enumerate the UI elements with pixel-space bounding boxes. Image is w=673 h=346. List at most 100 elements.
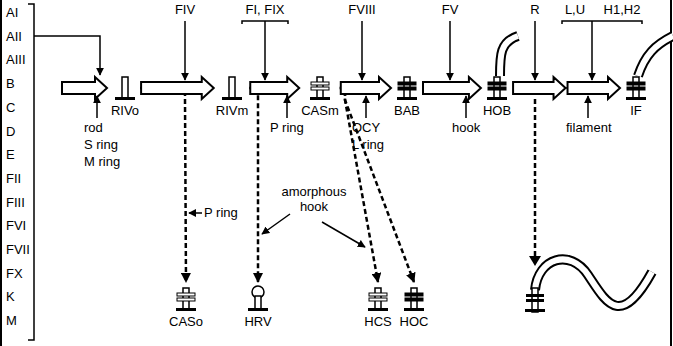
structure-node: BAB [392, 74, 422, 118]
structure-node: RIVm [215, 74, 250, 118]
structure-icon [244, 285, 272, 313]
ring-drawing [627, 87, 645, 90]
assembly-arrow [423, 77, 481, 99]
structure-name: IF [622, 103, 650, 118]
structure-icon [306, 74, 334, 102]
ring-drawing [526, 299, 544, 302]
rod-drawing [122, 77, 128, 98]
part-label: C [6, 100, 15, 115]
structure-name: HOB [483, 103, 511, 118]
ring-drawing [368, 308, 388, 311]
part-label: L ring [352, 137, 384, 152]
part-label: FVIII [348, 2, 375, 17]
rod-drawing [229, 77, 235, 98]
ring-drawing [115, 97, 135, 100]
ring-drawing [487, 97, 507, 100]
branch-arrow [249, 88, 258, 282]
ring-drawing [177, 293, 195, 296]
ring-drawing [405, 298, 423, 301]
factor-arrow [449, 21, 451, 80]
part-label: S ring [84, 137, 118, 152]
part-label: P ring [270, 120, 304, 135]
ring-drawing [398, 82, 416, 85]
ring-drawing [310, 97, 330, 100]
leader-arrow [262, 214, 290, 234]
factor-arrow [534, 21, 536, 80]
structure-name: HRV [244, 314, 272, 329]
structure-icon [364, 285, 392, 313]
assembly-arrow [250, 77, 299, 99]
ring-drawing [405, 293, 423, 296]
ring-drawing [488, 82, 506, 85]
part-label: R [530, 2, 539, 17]
part-label: rod [84, 120, 103, 135]
structure-node: HRV [243, 285, 273, 329]
part-label: L,U [565, 2, 585, 17]
assembly-arrow [341, 77, 391, 99]
assembly-arrow [141, 77, 214, 99]
ring-drawing [177, 298, 195, 301]
part-label: filament [566, 120, 612, 135]
structure-node: IF [621, 74, 651, 118]
structure-name: HOC [400, 314, 429, 329]
leader-arrow [189, 212, 202, 214]
bracket [28, 4, 34, 340]
part-label: FIV [175, 2, 195, 17]
structure-icon [622, 74, 650, 102]
factor-arrow [361, 21, 363, 80]
part-label: P ring [204, 205, 238, 220]
assembly-arrow [513, 77, 620, 99]
structure-name: RIVm [216, 103, 249, 118]
part-label: D [6, 124, 15, 139]
structure-node: CASo [168, 285, 204, 329]
ring-drawing [176, 308, 196, 311]
structure-node: CASm [300, 74, 340, 118]
structure-node: RIVo [110, 74, 140, 118]
factor-arrow [591, 21, 593, 80]
structure-icon [400, 285, 428, 313]
factor-arrow [184, 21, 186, 80]
part-label: FII [6, 171, 21, 186]
flagellum-drawing [535, 259, 652, 306]
structure-icon [483, 74, 511, 102]
flagellum-drawing [535, 259, 652, 306]
part-label: FX [6, 266, 23, 281]
ring-drawing [311, 87, 329, 90]
part-label: M ring [84, 154, 120, 169]
part-arrow [96, 96, 98, 118]
ring-drawing [369, 293, 387, 296]
structure-name: HCS [364, 314, 392, 329]
leader-arrow [322, 222, 365, 247]
structure-name: BAB [393, 103, 421, 118]
hook-drawing [500, 36, 518, 76]
bracket [562, 21, 642, 24]
part-label: AI [6, 5, 18, 20]
part-label: FIII [6, 195, 25, 210]
structure-name: CASo [169, 314, 203, 329]
structure-node: HCS [363, 285, 393, 329]
part-arrow [587, 96, 589, 118]
structure-node: HOB [482, 74, 512, 118]
part-arrow [365, 96, 367, 118]
ring-drawing [627, 82, 645, 85]
structure-icon [172, 285, 200, 313]
ring-drawing [404, 308, 424, 311]
part-label: M [6, 313, 17, 328]
filament-drawing [638, 36, 673, 76]
part-arrow [465, 96, 467, 118]
structure-icon [111, 74, 139, 102]
part-label: FV [442, 2, 459, 17]
ring-drawing [526, 294, 544, 297]
ring-drawing [222, 97, 242, 100]
frame-line [0, 0, 2, 346]
part-label: FVII [6, 242, 30, 257]
leader-arrow [34, 36, 100, 75]
ring-drawing [398, 87, 416, 90]
structure-icon [393, 74, 421, 102]
ring-drawing [626, 97, 646, 100]
frame-line [670, 0, 672, 346]
part-label: amorphous hook [278, 184, 350, 214]
ring-drawing [311, 82, 329, 85]
